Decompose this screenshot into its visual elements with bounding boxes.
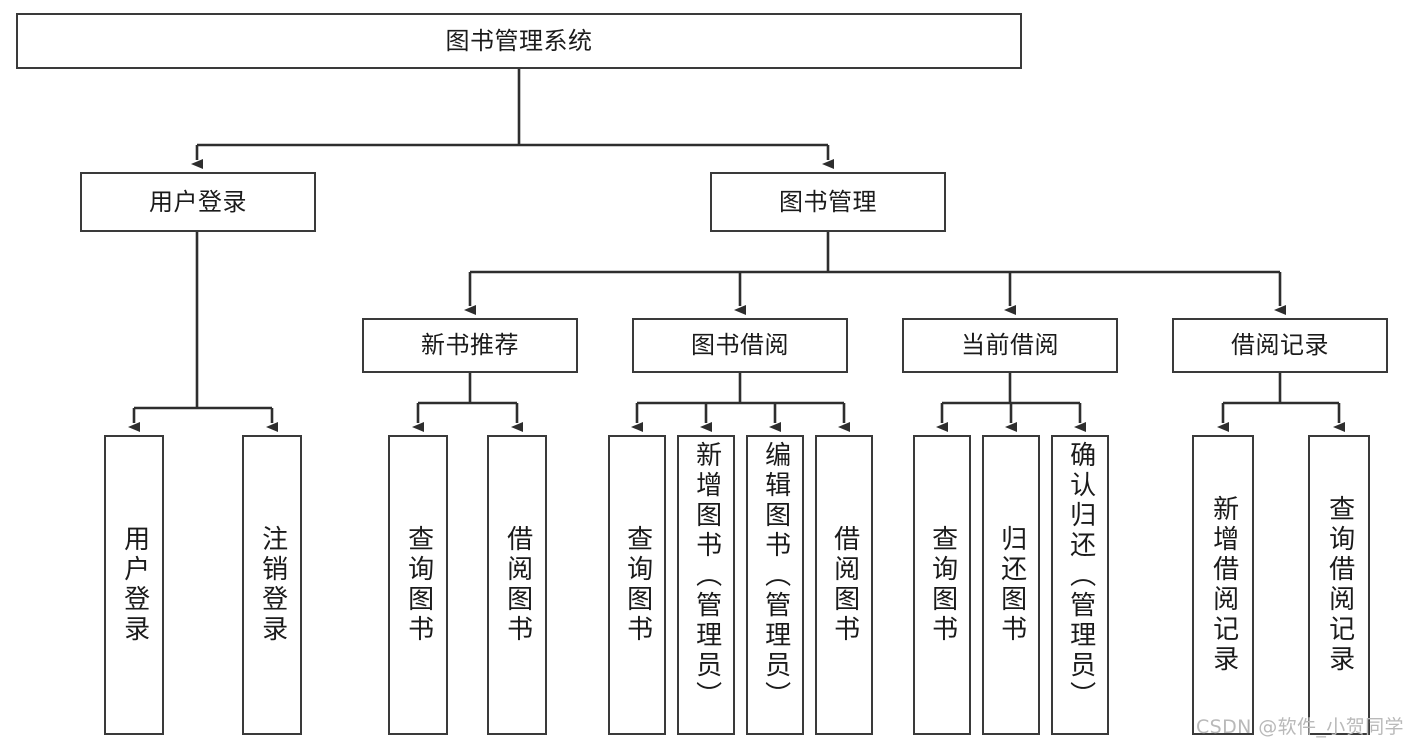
node-label: 用户登录 [149, 187, 247, 216]
node-leaf-return-book[interactable]: 归还图书 [982, 435, 1040, 735]
node-label: 图书管理 [779, 187, 877, 216]
node-leaf-logout[interactable]: 注销登录 [242, 435, 302, 735]
node-leaf-borrow-book-1[interactable]: 借阅图书 [487, 435, 547, 735]
node-label: 用户登录 [119, 525, 150, 645]
node-label: 当前借阅 [961, 331, 1059, 360]
node-label: 查询图书 [403, 525, 434, 645]
csdn-watermark: CSDN @软件_小贺同学 [1196, 716, 1404, 738]
node-leaf-query-record[interactable]: 查询借阅记录 [1308, 435, 1370, 735]
node-label: 借阅记录 [1231, 331, 1329, 360]
node-leaf-edit-book[interactable]: 编辑图书（管理员） [746, 435, 804, 735]
node-leaf-query-book-2[interactable]: 查询图书 [608, 435, 666, 735]
node-leaf-user-login[interactable]: 用户登录 [104, 435, 164, 735]
node-leaf-borrow-book-2[interactable]: 借阅图书 [815, 435, 873, 735]
node-label: 归还图书 [996, 525, 1027, 645]
node-label: 注销登录 [257, 525, 288, 645]
node-user-login[interactable]: 用户登录 [80, 172, 316, 232]
node-leaf-add-record[interactable]: 新增借阅记录 [1192, 435, 1254, 735]
node-current-borrow[interactable]: 当前借阅 [902, 318, 1118, 373]
node-leaf-add-book[interactable]: 新增图书（管理员） [677, 435, 735, 735]
node-label: 图书借阅 [691, 331, 789, 360]
node-borrow-record[interactable]: 借阅记录 [1172, 318, 1388, 373]
node-label: 查询图书 [927, 525, 958, 645]
node-label: 新增借阅记录 [1208, 495, 1239, 675]
node-new-book-rec[interactable]: 新书推荐 [362, 318, 578, 373]
node-label: 查询图书 [622, 525, 653, 645]
node-leaf-confirm-return[interactable]: 确认归还（管理员） [1051, 435, 1109, 735]
node-leaf-query-book-3[interactable]: 查询图书 [913, 435, 971, 735]
node-label: 编辑图书（管理员） [760, 441, 791, 711]
node-label: 新增图书（管理员） [691, 441, 722, 711]
node-label: 借阅图书 [502, 525, 533, 645]
node-book-borrow[interactable]: 图书借阅 [632, 318, 848, 373]
node-label: 图书管理系统 [445, 26, 593, 55]
node-label: 新书推荐 [421, 331, 519, 360]
node-label: 查询借阅记录 [1324, 495, 1355, 675]
node-leaf-query-book-1[interactable]: 查询图书 [388, 435, 448, 735]
node-label: 借阅图书 [829, 525, 860, 645]
node-label: 确认归还（管理员） [1065, 441, 1096, 711]
node-book-manage[interactable]: 图书管理 [710, 172, 946, 232]
node-book-management-system[interactable]: 图书管理系统 [16, 13, 1022, 69]
